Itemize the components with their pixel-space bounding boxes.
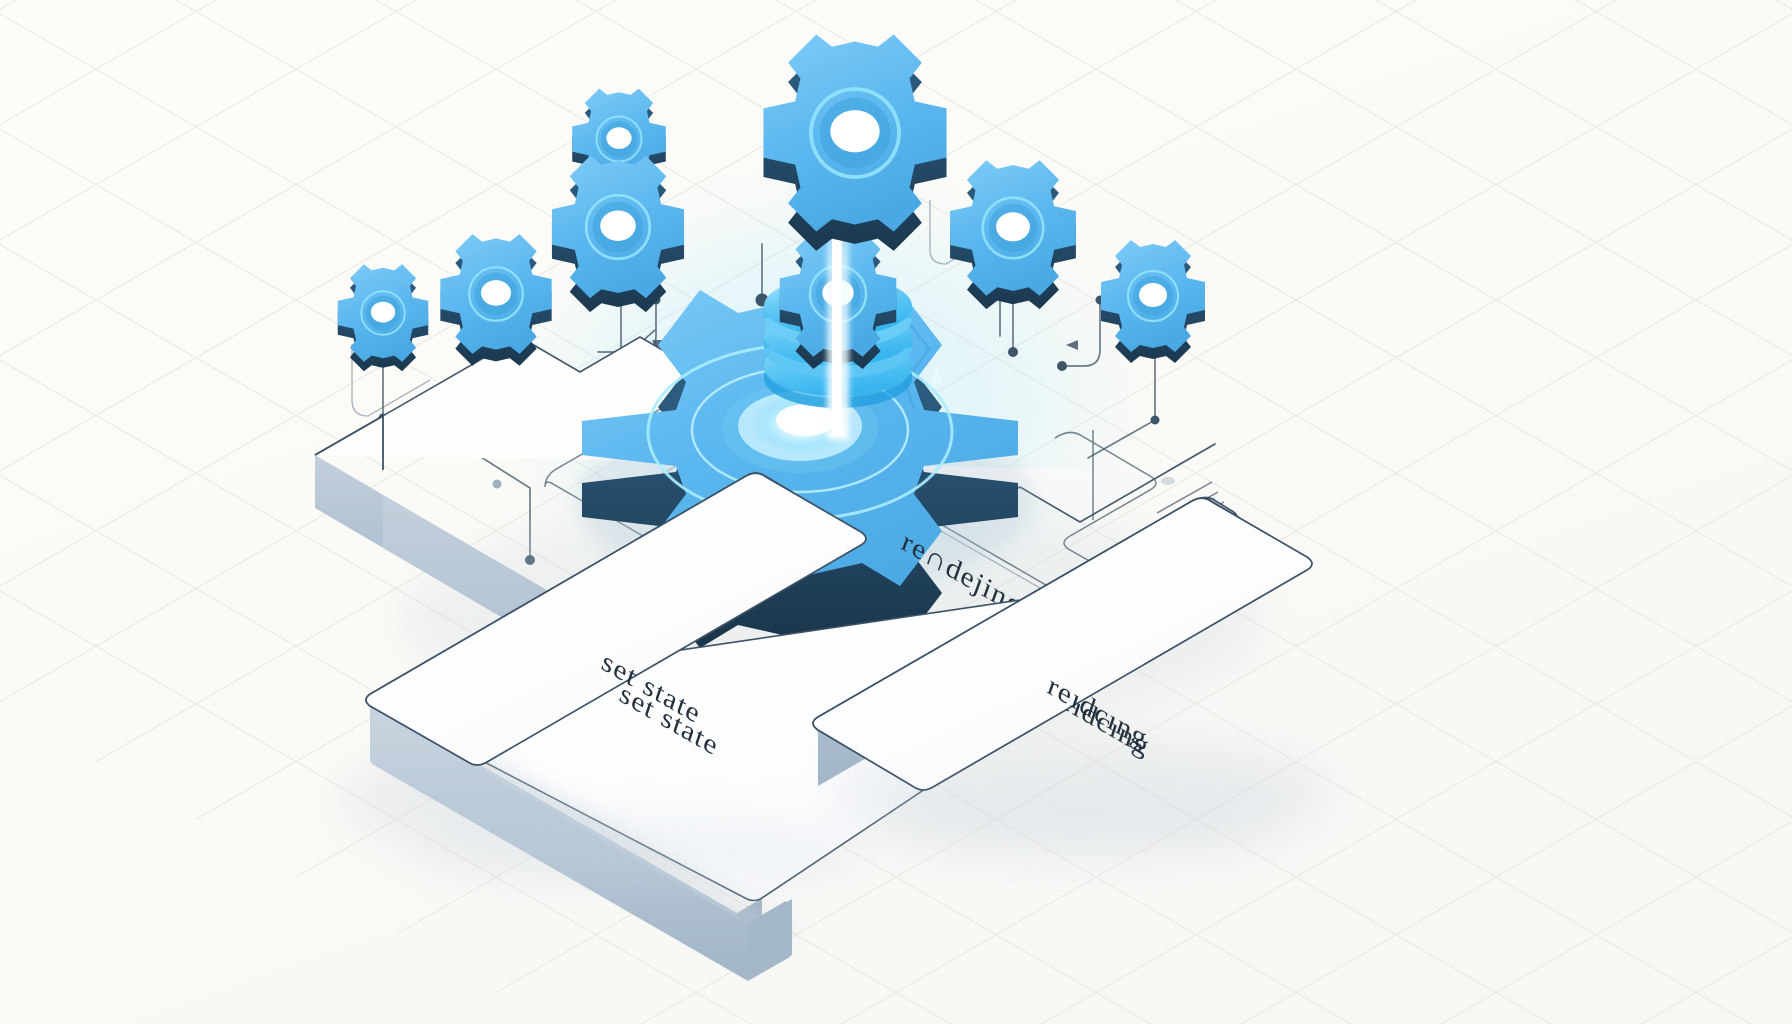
floor-reflections: [410, 786, 1290, 886]
label-bar-right-surface: [812, 497, 1313, 791]
circuit-traces-secondary: [351, 200, 987, 417]
label-bar-left-endcap: [748, 899, 792, 980]
label-bar-left-surface: [365, 472, 867, 766]
platform-outline: [314, 415, 384, 470]
label-bar-right[interactable]: reıdcıng: [812, 497, 1313, 791]
